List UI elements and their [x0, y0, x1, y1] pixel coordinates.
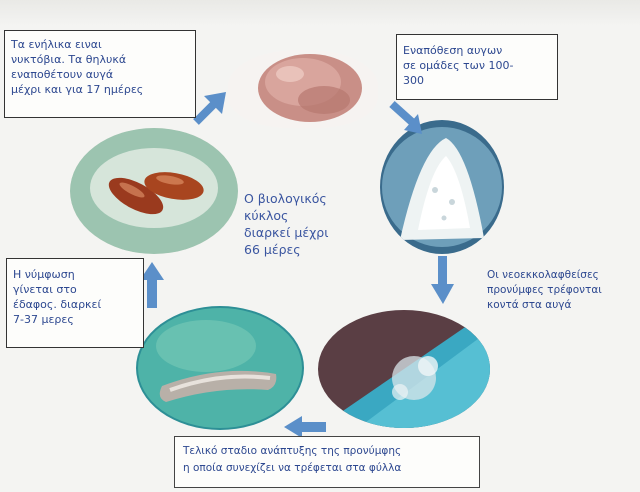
- larvae-on-leaf-photo: [318, 310, 490, 428]
- final-larva-photo: [136, 306, 304, 430]
- hatched-larvae-photo: [380, 120, 504, 254]
- young-larvae-description: Οι νεοεκκολαφθείσες προνύμφες τρέφονται …: [487, 268, 637, 313]
- pupae-photo: [70, 128, 238, 254]
- arrow-eggs-to-larvae: [388, 100, 428, 136]
- arrow-larvae-to-leaf: [428, 254, 458, 306]
- pupa-description: Η νύμφωση γίνεται στο έδαφος. διαρκεί 7-…: [6, 258, 144, 348]
- cycle-duration-label: Ο βιολογικός κύκλος διαρκεί μέχρι 66 μέρ…: [244, 190, 362, 258]
- arrow-pupa-to-adults: [190, 88, 230, 126]
- adults-description: Τα ενήλικα ειναι νυκτόβια. Τα θηλυκά ενα…: [4, 30, 196, 118]
- eggs-description: Εναπόθεση αυγων σε ομάδες των 100- 300: [396, 34, 558, 100]
- egg-mass-photo: [228, 50, 378, 128]
- final-larva-description: Τελικό σταδιο ανάπτυξης της προνύμφης η …: [174, 436, 480, 488]
- scan-edge: [0, 0, 640, 26]
